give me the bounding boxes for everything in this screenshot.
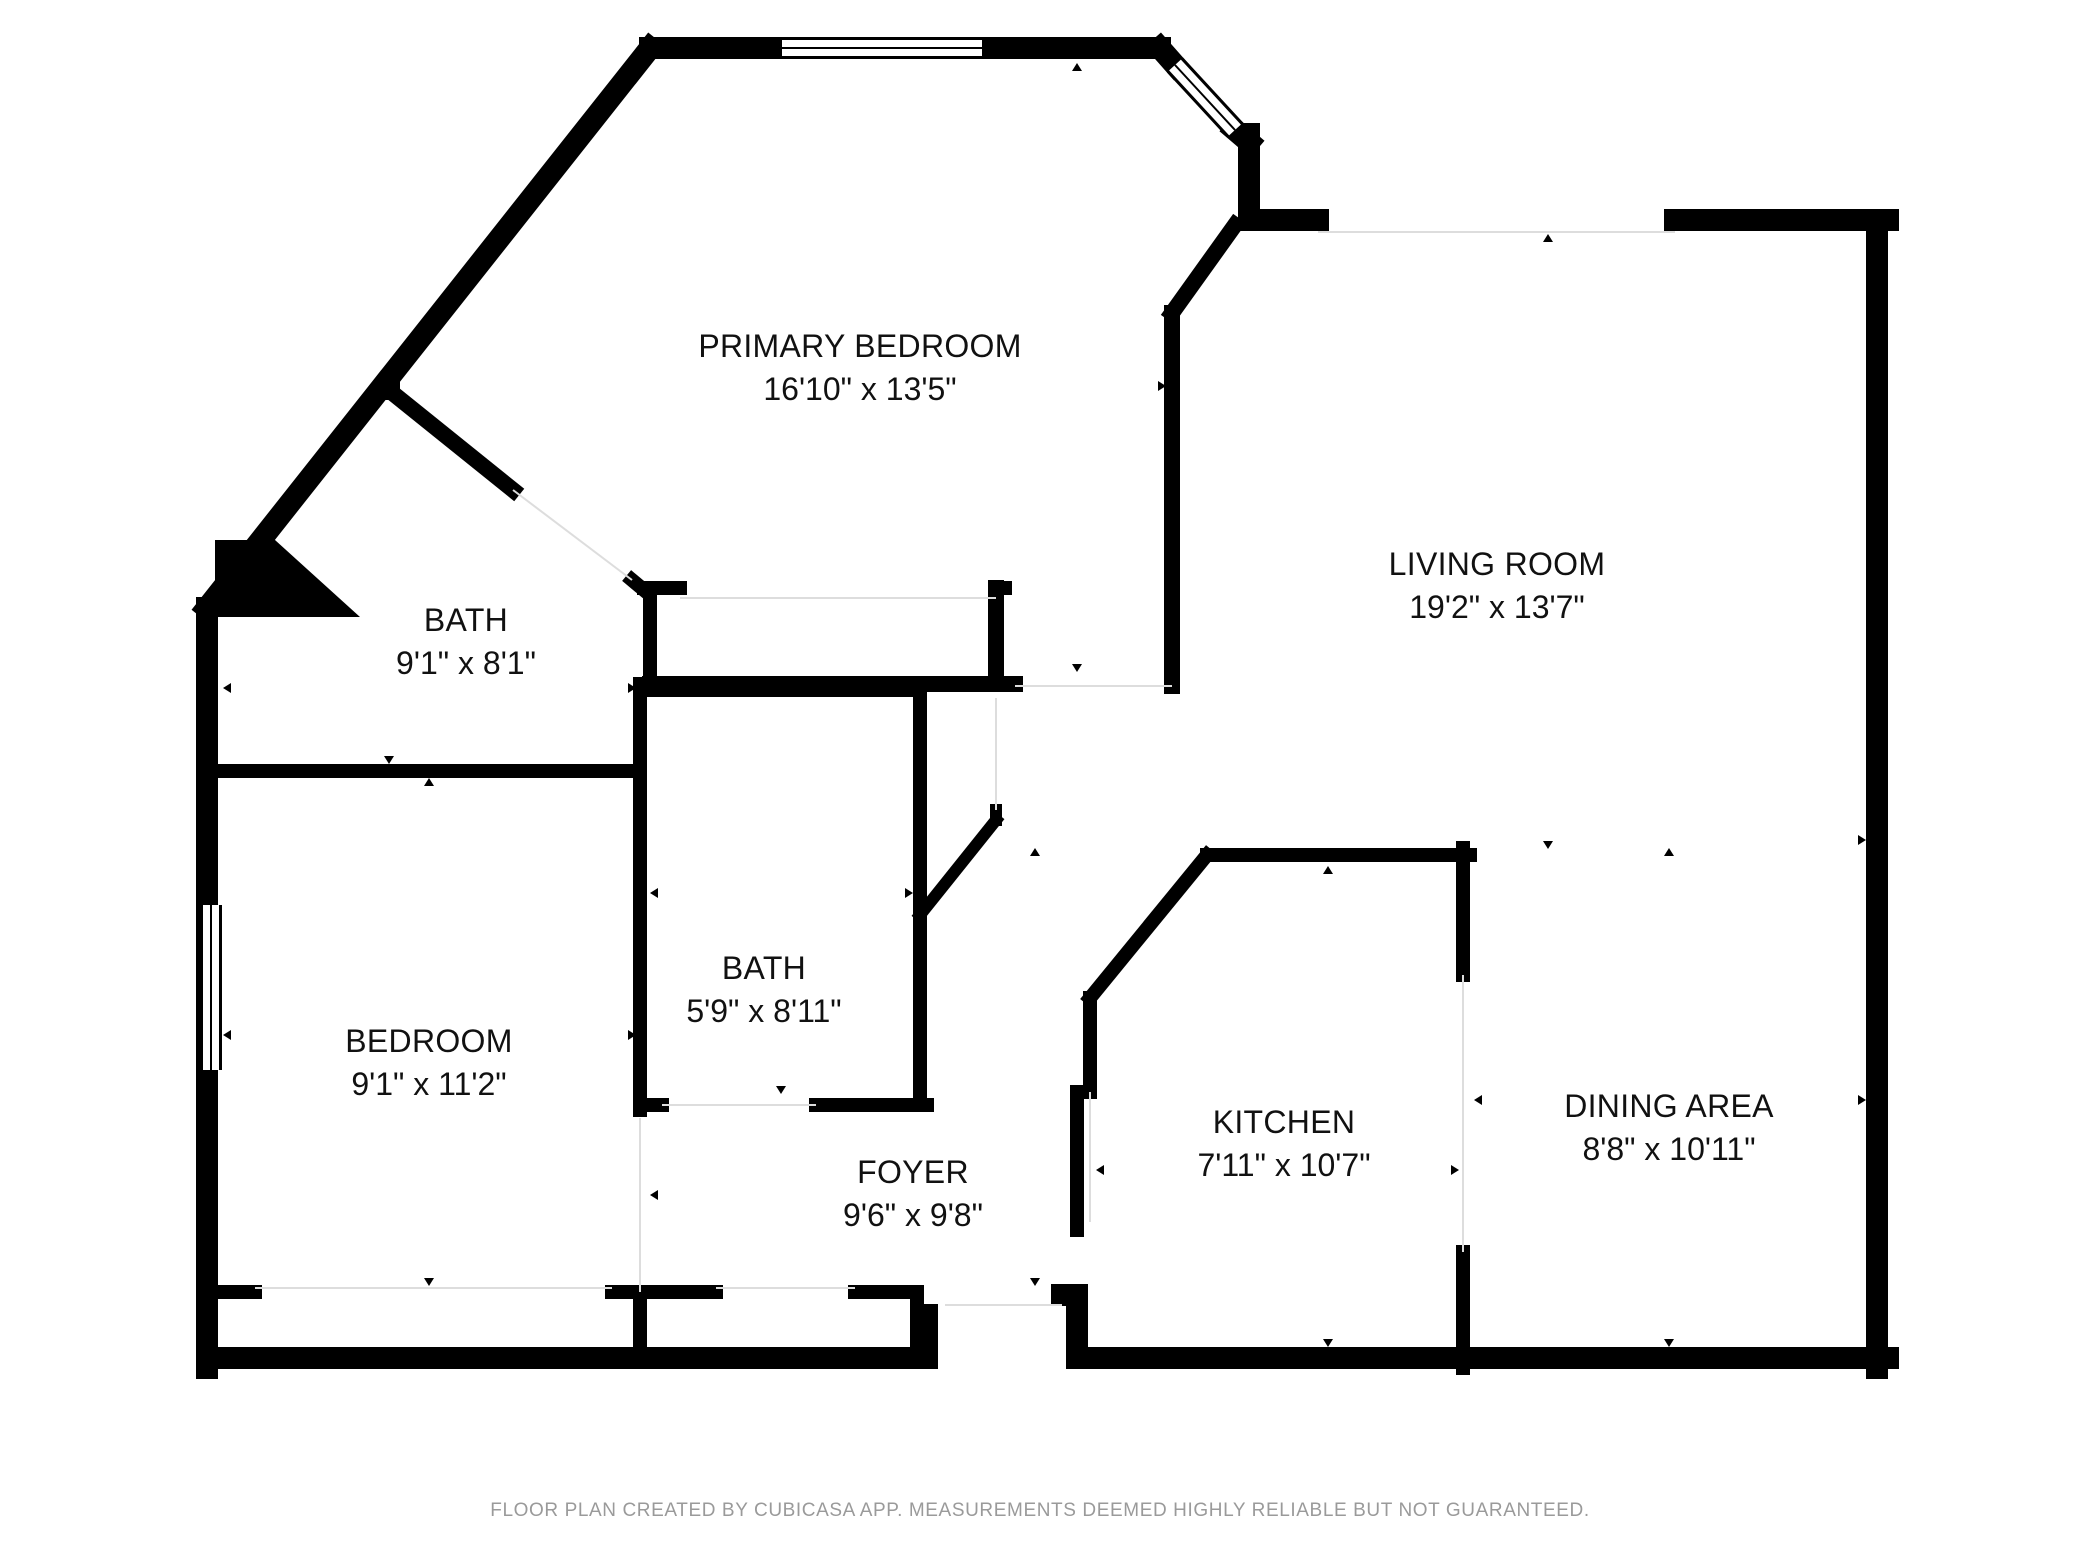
dimension-marker — [1323, 866, 1333, 874]
wall-corner-fill — [215, 540, 360, 617]
wall-segment — [1080, 845, 1217, 1008]
room-label-bath-1: BATH 9'1" x 8'1" — [396, 602, 536, 681]
room-dimensions: 19'2" x 13'7" — [1409, 589, 1585, 625]
dimension-marker — [1858, 835, 1866, 845]
room-dimensions: 7'11" x 10'7" — [1197, 1147, 1370, 1183]
wall-segment — [1144, 32, 1191, 81]
dimension-marker — [1858, 1095, 1866, 1105]
dimension-marker — [650, 888, 658, 898]
openings — [200, 37, 1675, 1306]
dimension-marker — [1158, 381, 1166, 391]
room-label-bedroom: BEDROOM 9'1" x 11'2" — [345, 1023, 512, 1102]
room-name: KITCHEN — [1213, 1104, 1356, 1140]
dimension-marker — [1543, 841, 1553, 849]
dimension-marker — [223, 683, 231, 693]
dimension-marker — [776, 688, 786, 696]
dimension-marker — [424, 1278, 434, 1286]
room-label-living-room: LIVING ROOM 19'2" x 13'7" — [1389, 546, 1606, 625]
dimension-marker — [424, 778, 434, 786]
dimension-marker — [1030, 848, 1040, 856]
dimension-marker — [905, 888, 913, 898]
room-name: LIVING ROOM — [1389, 546, 1606, 582]
room-label-foyer: FOYER 9'6" x 9'8" — [843, 1154, 983, 1233]
dimension-marker — [1664, 1339, 1674, 1347]
wall-segment — [911, 811, 1005, 924]
dimension-marker — [1030, 1278, 1040, 1286]
room-dimensions: 9'1" x 11'2" — [351, 1066, 506, 1102]
room-name: BATH — [722, 950, 806, 986]
dimension-marker — [1323, 1339, 1333, 1347]
dimension-marker — [1451, 1165, 1459, 1175]
dimension-marker — [776, 1086, 786, 1094]
wall-post — [378, 378, 400, 400]
footer-credit: FLOOR PLAN CREATED BY CUBICASA APP. MEAS… — [490, 1500, 1590, 1521]
dimension-marker — [223, 1030, 231, 1040]
room-name: BEDROOM — [345, 1023, 512, 1059]
dimension-marker — [1096, 1165, 1104, 1175]
room-dimensions: 9'1" x 8'1" — [396, 645, 536, 681]
room-dimensions: 9'6" x 9'8" — [843, 1197, 983, 1233]
room-name: PRIMARY BEDROOM — [698, 328, 1021, 364]
dimension-marker — [1072, 63, 1082, 71]
dimension-marker — [1543, 234, 1553, 242]
dimension-marker — [1074, 1190, 1082, 1200]
doorway-opening — [512, 489, 633, 581]
room-dimensions: 5'9" x 8'11" — [686, 993, 841, 1029]
room-label-kitchen: KITCHEN 7'11" x 10'7" — [1197, 1104, 1370, 1183]
room-name: DINING AREA — [1564, 1088, 1774, 1124]
room-dimensions: 8'8" x 10'11" — [1582, 1131, 1755, 1167]
wall-segment — [1160, 213, 1247, 325]
dimension-markers — [223, 63, 1866, 1347]
walls — [191, 32, 1899, 1379]
wall-segment — [383, 383, 525, 502]
dimension-marker — [1474, 1095, 1482, 1105]
dimension-marker — [1072, 664, 1082, 672]
wall-segment — [191, 32, 666, 624]
dimension-marker — [628, 683, 636, 693]
room-label-dining-area: DINING AREA 8'8" x 10'11" — [1564, 1088, 1774, 1167]
dimension-marker — [1664, 848, 1674, 856]
window-sash — [1174, 64, 1236, 131]
dimension-marker — [650, 1190, 658, 1200]
room-name: FOYER — [857, 1154, 969, 1190]
dimension-marker — [384, 756, 394, 764]
room-label-bath-2: BATH 5'9" x 8'11" — [686, 950, 841, 1029]
dimension-marker — [628, 1030, 636, 1040]
room-dimensions: 16'10" x 13'5" — [763, 371, 956, 407]
room-label-primary-bedroom: PRIMARY BEDROOM 16'10" x 13'5" — [698, 328, 1021, 407]
room-name: BATH — [424, 602, 508, 638]
